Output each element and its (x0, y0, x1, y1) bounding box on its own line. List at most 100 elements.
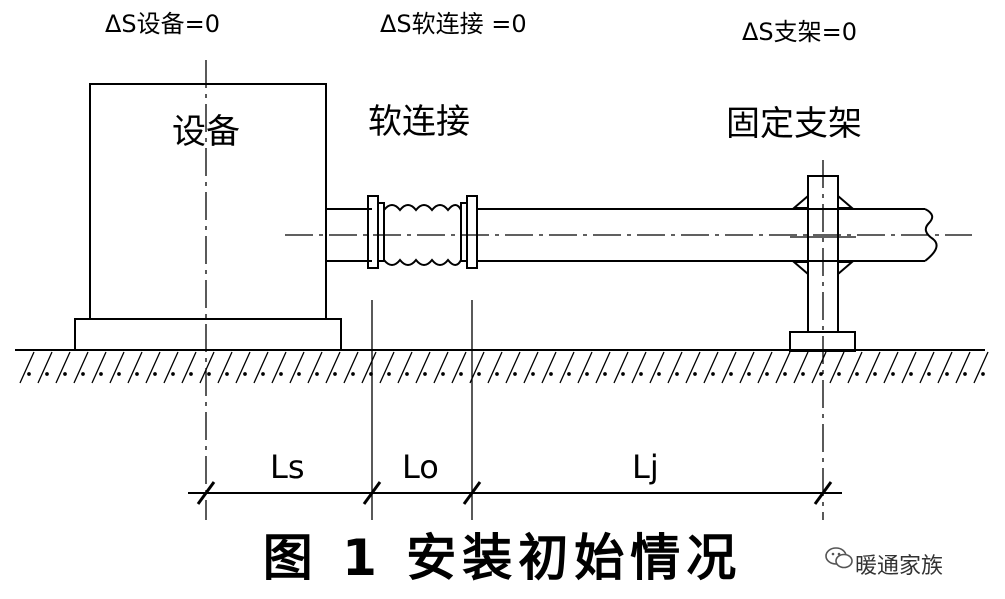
ground-hatch-line (343, 351, 359, 384)
ground-hatch-line (865, 351, 881, 384)
ground-hatch-line (235, 351, 251, 384)
ground-hatch-line (757, 351, 773, 384)
ground-hatch-line (595, 351, 611, 384)
support-bracket-tr (837, 193, 855, 209)
ground-dot (837, 372, 841, 376)
ground-dot (909, 372, 913, 376)
ground-dot (981, 372, 985, 376)
ground-dot (225, 372, 229, 376)
flange-right-outer (466, 195, 478, 269)
ground-dot (189, 372, 193, 376)
ground-dot (747, 372, 751, 376)
ground-hatch-line (487, 351, 503, 384)
ground-hatch-line (325, 351, 341, 384)
ground-dot (621, 372, 625, 376)
ground-dot (513, 372, 517, 376)
ground-hatch-line (631, 351, 647, 384)
ground-hatch-line (217, 351, 233, 384)
ground-hatch-line (253, 351, 269, 384)
ground-hatch-line (829, 351, 845, 384)
ground-hatch-line (127, 351, 143, 384)
ground-hatch-line (685, 351, 701, 384)
figure-caption: 图 1 安装初始情况 (262, 529, 743, 587)
ground-hatch-line (847, 351, 863, 384)
ground-hatch-line (649, 351, 665, 384)
delta-s-flex-joint-label: ΔS软连接 =0 (380, 10, 527, 38)
ground-hatch-line (37, 351, 53, 384)
ground-hatch-line (361, 351, 377, 384)
ground-dot (567, 372, 571, 376)
ground-dot (171, 372, 175, 376)
dimension-ticks (196, 481, 833, 505)
ground-dot (963, 372, 967, 376)
ground-dot (675, 372, 679, 376)
ground-hatch-line (919, 351, 935, 384)
dimension-lj-label: Lj (632, 448, 659, 486)
flange-left-outer (367, 195, 379, 269)
ground-dot (927, 372, 931, 376)
ground-hatch-line (811, 351, 827, 384)
flange-left-inner (377, 202, 385, 262)
ground-dot (891, 372, 895, 376)
ground-dot (855, 372, 859, 376)
ground-hatch-line (271, 351, 287, 384)
ground-dot (603, 372, 607, 376)
ground-hatch-line (379, 351, 395, 384)
support-bracket-bl (791, 261, 809, 277)
ground-dot (729, 372, 733, 376)
ground-hatch-line (793, 351, 809, 384)
ground-hatch-line (397, 351, 413, 384)
ground-hatch-line (91, 351, 107, 384)
ground-dot (477, 372, 481, 376)
delta-s-equipment-label: ΔS设备=0 (105, 10, 220, 38)
ground-dot (765, 372, 769, 376)
fixed-support (789, 175, 856, 352)
ground-hatch-line (541, 351, 557, 384)
ground-dot (279, 372, 283, 376)
ground-hatch-line (73, 351, 89, 384)
bellows-top (383, 204, 462, 212)
ground-dot (117, 372, 121, 376)
ground-dot (261, 372, 265, 376)
tick-joint-start (362, 481, 382, 505)
support-bracket-tl (791, 193, 809, 209)
ground-dot (711, 372, 715, 376)
watermark-text: 暖通家族 (854, 554, 943, 579)
ground-dot (135, 372, 139, 376)
ground-hatch-line (613, 351, 629, 384)
ground-dot (783, 372, 787, 376)
ground-dot (873, 372, 877, 376)
ground-hatch-line (523, 351, 539, 384)
ground-hatch-line (145, 351, 161, 384)
fixed-support-label: 固定支架 (726, 104, 862, 144)
ground-dot (81, 372, 85, 376)
ground-hatch-line (703, 351, 719, 384)
flex-joint-label: 软连接 (368, 102, 470, 142)
ground-dot (99, 372, 103, 376)
flange-right-inner (460, 202, 468, 262)
ground-dot (423, 372, 427, 376)
ground-hatch-line (937, 351, 953, 384)
ground-dot (387, 372, 391, 376)
ground-dot (801, 372, 805, 376)
ground-dot (693, 372, 697, 376)
ground-dot (459, 372, 463, 376)
bellows-bottom (383, 258, 462, 266)
equipment-base (74, 318, 342, 351)
ground-hatch-line (415, 351, 431, 384)
ground-hatch-line (721, 351, 737, 384)
dimension-lo-label: Lo (402, 448, 439, 486)
ground-dot (657, 372, 661, 376)
ground-dot (153, 372, 157, 376)
ground-dot (441, 372, 445, 376)
ground-hatch-line (433, 351, 449, 384)
ground-hatch-line (289, 351, 305, 384)
dimension-extension-lines (371, 300, 473, 520)
ground-dot (63, 372, 67, 376)
ground-dot (333, 372, 337, 376)
ground-dot (585, 372, 589, 376)
ground-hatch-line (973, 351, 989, 384)
ground-dot (405, 372, 409, 376)
ground-hatch-line (775, 351, 791, 384)
ground-dot (45, 372, 49, 376)
